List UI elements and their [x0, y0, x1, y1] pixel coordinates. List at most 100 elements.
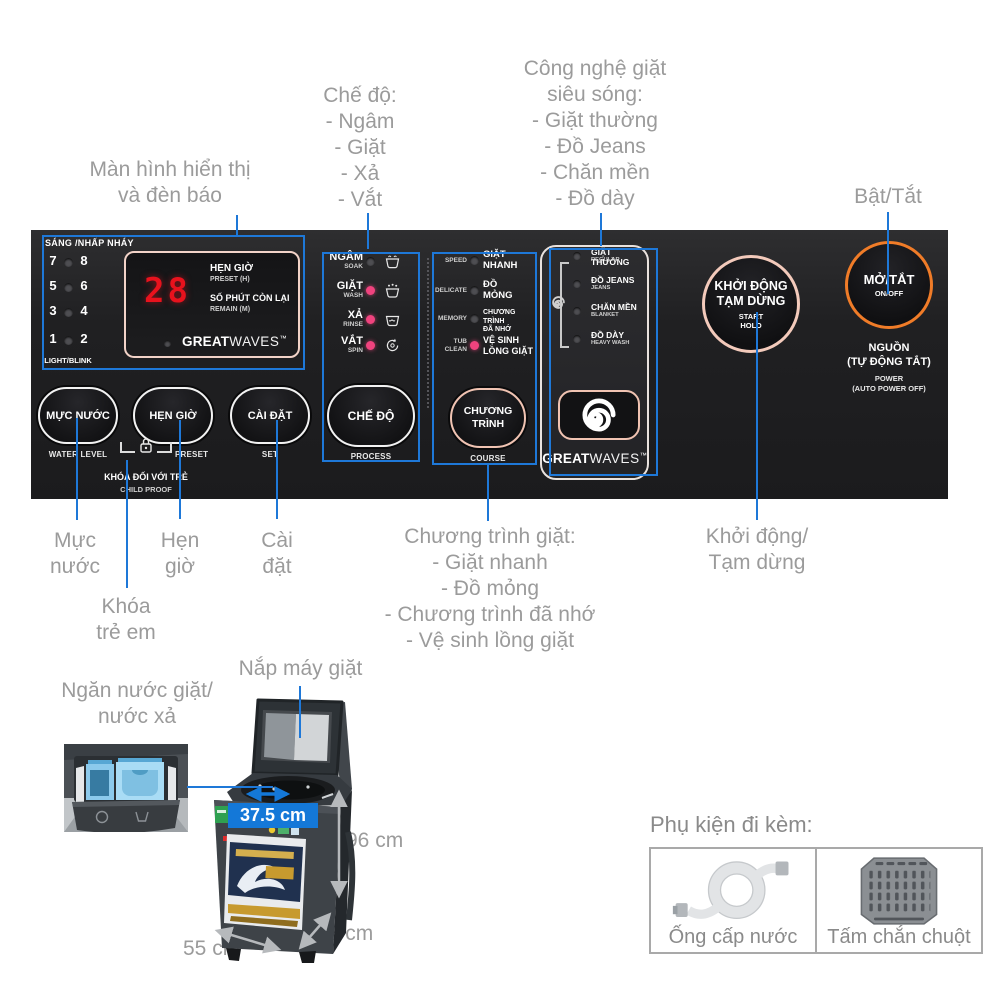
- connector-line: [76, 418, 78, 520]
- machine-front-poster: [224, 834, 306, 930]
- water-hose-icon: [672, 861, 789, 920]
- callout-settings: Cài đặt: [261, 529, 293, 578]
- display-value: 28: [144, 271, 191, 311]
- process-button[interactable]: CHẾ ĐỘ: [327, 385, 415, 447]
- course-row-speed: SPEED GIẶT NHANH: [444, 249, 518, 271]
- accessories-box: Ống cấp nước Tấm chắn chuột: [649, 847, 983, 954]
- set-button[interactable]: CÀI ĐẶT: [230, 387, 310, 444]
- connector-line: [487, 465, 489, 521]
- course-button[interactable]: CHƯƠNG TRÌNH: [450, 388, 526, 448]
- greatwaves-logo: GREATWAVES™: [542, 451, 647, 466]
- callout-power: Bật/Tắt: [854, 185, 922, 208]
- indicator-row: 7 8: [49, 253, 88, 268]
- remain-sublabel: REMAIN (M): [210, 306, 251, 313]
- indicator-row: 5 6: [49, 278, 88, 293]
- indicator-led: [64, 308, 73, 317]
- wash-led: [366, 286, 375, 295]
- connector-line: [187, 786, 273, 788]
- brand-led: [164, 340, 171, 347]
- connector-line: [367, 213, 369, 249]
- rinse-led: [366, 315, 375, 324]
- led-display: 28 HẸN GIỜ PRESET (H) SỐ PHÚT CÒN LẠI RE…: [124, 251, 300, 358]
- wave-bracket: [560, 262, 569, 348]
- regular-led: [573, 252, 581, 260]
- water-level-button[interactable]: MỰC NƯỚC: [38, 387, 118, 444]
- accessory-water-hose: Ống cấp nước: [651, 849, 815, 952]
- course-row-tub-clean: TUB CLEAN VỆ SINH LỒNG GIẶT: [444, 335, 533, 356]
- tub-clean-led: [470, 341, 479, 350]
- connector-line: [600, 213, 602, 246]
- connector-line: [276, 420, 278, 519]
- connector-line: [236, 215, 238, 235]
- connector-line: [887, 212, 889, 294]
- opening-dimension-badge: 37.5 cm: [228, 803, 318, 828]
- jeans-led: [573, 280, 581, 288]
- indicator-led: [64, 258, 73, 267]
- spin-icon: [386, 338, 399, 352]
- indicator-row: 1 2: [49, 331, 88, 346]
- width-arrow: [214, 926, 282, 954]
- depth-arrow: [298, 912, 332, 950]
- child-lock-bracket-right: [157, 442, 172, 453]
- wave-row-heavy-wash: ĐỒ DÀY HEAVY WASH: [573, 330, 651, 356]
- power-caption-vi: NGUỒN (TỰ ĐỘNG TẮT): [847, 342, 931, 368]
- indicator-footer: LIGHT/BLINK: [44, 356, 92, 365]
- accessory-label: Ống cấp nước: [668, 926, 798, 948]
- rat-guard-icon: [860, 857, 938, 925]
- memory-led: [470, 314, 479, 323]
- wave-row-blanket: CHĂN MỀN BLANKET: [573, 302, 651, 328]
- process-sublabel: PROCESS: [350, 452, 392, 461]
- wave-row-regular: GIẶT THƯỜNG REGULAR: [573, 247, 651, 273]
- callout-wave-tech: Công nghệ giặt siêu sóng: - Giặt thường …: [523, 57, 667, 210]
- greatwaves-panel: [540, 245, 649, 480]
- machine-lid: [251, 698, 344, 777]
- set-sublabel: SET: [261, 450, 279, 459]
- indicator-led: [64, 336, 73, 345]
- timer-sublabel: PRESET: [175, 450, 209, 459]
- callout-display: Màn hình hiển thị và đèn báo: [89, 158, 251, 207]
- indicator-led: [64, 283, 73, 292]
- blanket-led: [573, 307, 581, 315]
- wave-swirl-icon: [582, 398, 616, 432]
- washing-machine-photo: [214, 698, 356, 963]
- indicator-header: SÁNG /NHẤP NHÁY: [45, 238, 134, 248]
- delicate-led: [470, 286, 479, 295]
- power-button[interactable]: MỞ/TẮT ON/OFF: [845, 241, 933, 329]
- water-level-sublabel: WATER LEVEL: [48, 450, 108, 459]
- spin-led: [366, 341, 375, 350]
- start-hold-button[interactable]: KHỞI ĐỘNG TẠM DỪNG START HOLD: [702, 255, 800, 353]
- indicator-row: 3 4: [49, 303, 88, 318]
- heavy-wash-led: [573, 335, 581, 343]
- callout-detergent-drawer: Ngăn nước giặt/ nước xả: [61, 679, 213, 728]
- power-caption-en: POWER (AUTO POWER OFF): [852, 374, 926, 393]
- callout-timer: Hẹn giờ: [160, 529, 200, 578]
- wave-button[interactable]: [558, 390, 640, 440]
- greatwaves-logo: GREATWAVES™: [182, 334, 287, 349]
- callout-start-pause: Khởi động/ Tạm dừng: [705, 525, 809, 574]
- callout-wash-programs: Chương trình giặt: - Giặt nhanh - Đồ mỏn…: [384, 525, 596, 652]
- rinse-tub-icon: [385, 315, 400, 327]
- connector-line: [126, 460, 128, 588]
- callout-child-lock: Khóa trẻ em: [96, 595, 156, 644]
- soak-tub-icon: [385, 255, 400, 269]
- course-row-memory: MEMORY CHƯƠNG TRÌNH ĐÃ NHỚ: [437, 309, 516, 333]
- wave-row-jeans: ĐỒ JEANS JEANS: [573, 275, 651, 301]
- preset-label: HẸN GIỜ: [210, 263, 253, 274]
- accessories-title: Phụ kiện đi kèm:: [650, 812, 813, 837]
- preset-sublabel: PRESET (H): [210, 276, 250, 283]
- connector-line: [179, 420, 181, 519]
- child-lock-label-en: CHILD PROOF: [120, 485, 172, 494]
- connector-line: [299, 686, 301, 738]
- remain-label: SỐ PHÚT CÒN LẠI: [210, 293, 290, 303]
- accessory-label: Tấm chắn chuột: [827, 926, 971, 948]
- course-sublabel: COURSE: [470, 454, 506, 463]
- timer-button[interactable]: HẸN GIỜ: [133, 387, 213, 444]
- detergent-drawer-photo: [64, 744, 188, 832]
- speed-led: [470, 256, 479, 265]
- wave-swirl-mini-icon: [552, 296, 565, 309]
